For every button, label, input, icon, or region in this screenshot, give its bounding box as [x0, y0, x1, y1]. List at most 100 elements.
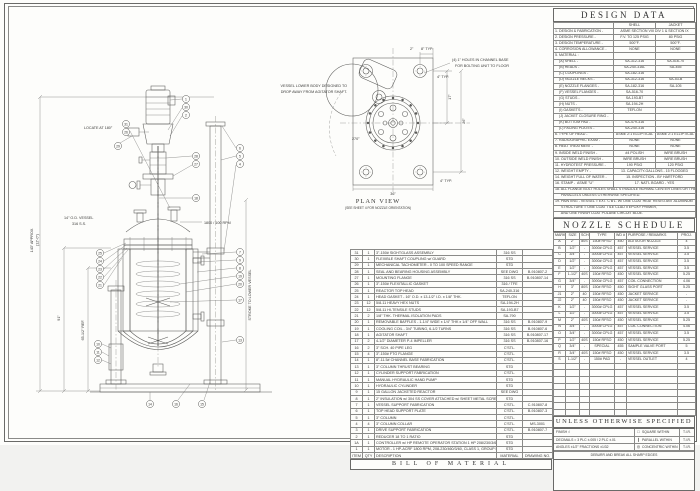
svg-text:26: 26 [124, 130, 128, 134]
uos-square-tir: T.I.R. [679, 429, 694, 436]
balloon-1: 1 [169, 95, 190, 103]
balloon-7: 7 [201, 248, 244, 256]
uos-finish-label: FINISH [556, 430, 568, 435]
corner-flange [413, 64, 427, 78]
balloon-27: 27 [172, 160, 200, 177]
stroke-label: STROKE TO LOWER VESSEL [248, 269, 252, 320]
uos-square-label: SQUARE WITHIN [642, 430, 670, 435]
svg-text:6: 6 [239, 146, 241, 150]
plan-view-title: PLAN VIEW [356, 198, 400, 205]
plan-view-subtitle: (SEE SHEET 4 FOR NOZZLE ORIENTATION) [345, 206, 411, 210]
balloon-9: 9 [196, 256, 244, 264]
balloon-12: 12 [94, 356, 112, 365]
svg-text:10: 10 [96, 342, 100, 346]
balloon-11: 11 [94, 348, 110, 357]
balloon-callouts: 1 30 28 27 31 26 25 24 23 22 21 6 5 4 9 … [94, 95, 244, 408]
balloon-30: 30 [167, 103, 190, 131]
vessel-flange-plan [365, 95, 421, 151]
dim-65-label: 65-1/2" REF. [81, 319, 85, 340]
balloon-31: 31 [122, 120, 130, 128]
drawing-canvas: 143" APPROX. (12'-0") 91" 65-1/2" REF. 1… [30, 47, 656, 442]
balloon-20: 20 [185, 280, 244, 293]
svg-text:24: 24 [98, 259, 102, 263]
balloon-17: 17 [169, 296, 244, 304]
svg-text:1: 1 [185, 97, 187, 101]
svg-text:22: 22 [98, 275, 102, 279]
svg-text:25: 25 [98, 251, 102, 255]
uos-block: FINISH √ □ SQUARE WITHIN T.I.R. DECIMALS… [553, 428, 695, 460]
svg-text:27: 27 [194, 162, 198, 166]
table-row [553, 402, 696, 410]
arc-270-label: 270° [352, 137, 360, 141]
svg-text:2: 2 [185, 113, 187, 117]
finish-symbol-icon: √ [568, 430, 570, 435]
seal-housing [128, 151, 174, 196]
dim-8-label: 8" TYP. [421, 47, 433, 51]
svg-text:9: 9 [239, 258, 241, 262]
vessel-body [117, 248, 210, 376]
rpm-label: 1800 / 100 RPM [204, 221, 231, 225]
balloon-10: 10 [94, 340, 112, 349]
parallel-symbol-icon: ∥ [637, 436, 640, 442]
dim-143-label: 143" APPROX. [30, 228, 34, 253]
motor-assembly [127, 85, 176, 153]
svg-text:18: 18 [194, 196, 198, 200]
svg-text:13: 13 [238, 338, 242, 342]
square-symbol-icon: □ [637, 429, 640, 435]
balloon-23: 23 [96, 247, 128, 273]
svg-text:19: 19 [238, 274, 242, 278]
svg-text:17: 17 [238, 298, 242, 302]
svg-text:29: 29 [116, 144, 120, 148]
svg-text:8: 8 [239, 266, 241, 270]
corner-flange [359, 165, 373, 179]
uos-parallel-label: PARALLEL WITHIN [642, 437, 672, 442]
svg-text:5: 5 [239, 154, 241, 158]
svg-text:20: 20 [238, 282, 242, 286]
top-head [125, 206, 191, 233]
svg-text:7: 7 [239, 250, 241, 254]
balloon-6: 6 [221, 125, 244, 152]
uos-title: UNLESS OTHERWISE SPECIFIED [553, 416, 695, 429]
uos-angles-row: ANGLES ±1/2° FRACTIONS ±1/32 ◎ CONCENTRI… [554, 444, 694, 452]
balloon-28: 28 [165, 152, 200, 160]
design-data-title: DESIGN DATA [553, 8, 695, 22]
cylinder-support-column [105, 280, 127, 392]
svg-text:4: 4 [239, 162, 241, 166]
svg-text:31: 31 [124, 122, 128, 126]
uos-concentric-label: CONCENTRIC WITHIN [642, 445, 678, 450]
plan-dims-right: 17" 26" 4" TYP. [433, 68, 466, 183]
holes-note-line2: FOR BOLTING UNIT TO FLOOR [455, 64, 509, 68]
holes-note-line1: (4) 1" HOLES IN CHANNEL BASE [452, 58, 509, 62]
dim-stroke: STROKE TO LOWER VESSEL [243, 197, 252, 393]
vessel-od-note2: 316 S.S. [72, 222, 86, 226]
corner-flange [413, 165, 427, 179]
svg-text:15: 15 [200, 402, 204, 406]
